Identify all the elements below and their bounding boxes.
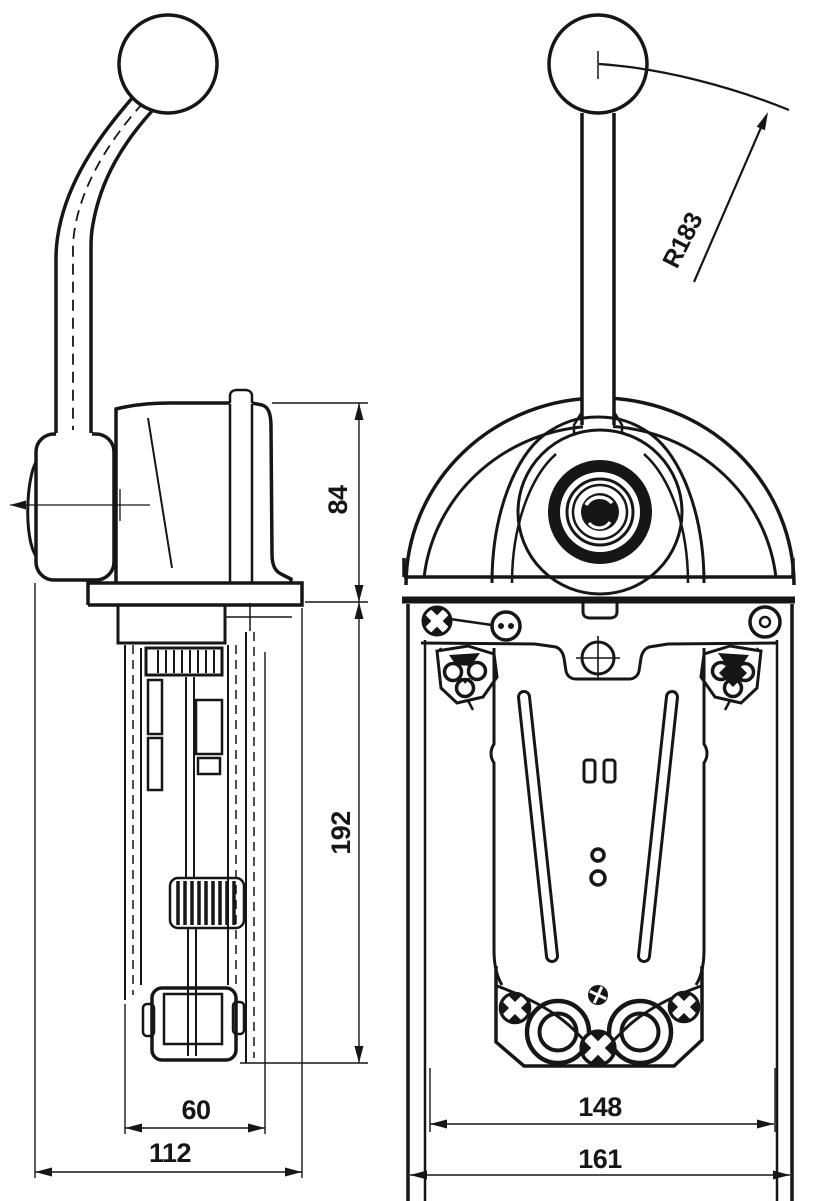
side-dimensions: 84 192 60 112 [34, 402, 368, 1178]
screw-bottom-small [588, 985, 608, 1005]
dim-60: 60 [181, 1095, 210, 1125]
mech-spring-outline [168, 876, 246, 930]
mech-lower-rod [187, 928, 197, 1056]
center-slot-right [602, 758, 617, 784]
washer-right [748, 605, 782, 639]
cable-grommet-right [606, 998, 674, 1066]
center-hole-upper [590, 847, 606, 863]
mech-gear-teeth [157, 650, 215, 673]
screw-link-bar [449, 617, 493, 627]
hub-highlight-2 [587, 521, 612, 530]
side-mechanism [124, 632, 255, 1063]
side-housing-shell [114, 401, 293, 583]
mech-spring-coils [176, 881, 236, 925]
front-band-top [402, 558, 795, 579]
mech-blocks [146, 678, 224, 792]
guide-slot-left [517, 690, 559, 963]
front-body-outer-walls [406, 604, 794, 1201]
front-bell-inner [510, 453, 690, 584]
screw-top-left-icon [417, 601, 457, 641]
mech-hidden-lines [132, 632, 255, 1058]
side-pivot-axis [10, 489, 150, 521]
front-body-inner-walls [423, 640, 779, 1201]
side-pivot-axis-arrow [10, 500, 26, 510]
r183-arrow [756, 112, 768, 131]
side-lever-centerline [72, 102, 144, 430]
side-view [10, 13, 304, 1063]
mech-gear-block [144, 646, 224, 677]
front-bell-outer [490, 415, 706, 584]
front-hub [516, 428, 684, 596]
side-lever-boss [34, 432, 116, 582]
front-lever-stem [580, 113, 616, 425]
gear-cluster-right [699, 644, 763, 711]
dim-192: 192 [326, 811, 356, 855]
dim-112: 112 [149, 1138, 191, 1168]
side-housing-rib [228, 388, 254, 583]
guide-slot-right [637, 690, 679, 963]
side-neck [116, 605, 227, 645]
plate-top-edge [420, 641, 778, 681]
side-dimension-lines [35, 403, 360, 1173]
mech-cable-clamp [141, 986, 246, 1062]
cable-grommet-left [524, 998, 592, 1066]
bottom-housing-vee [496, 984, 702, 1046]
front-extension-lines [429, 1068, 776, 1132]
r183-leader [692, 115, 768, 283]
center-slot-left [582, 758, 597, 784]
side-boss-bulge [26, 461, 38, 557]
side-lever-stem [54, 94, 154, 433]
dim-84: 84 [323, 485, 353, 515]
r183-arc [598, 62, 790, 112]
front-view [402, 13, 796, 1201]
side-lever-knob [117, 13, 219, 115]
side-mounting-flange [86, 581, 304, 607]
mech-rods [124, 632, 247, 1063]
dim-r183: R183 [657, 208, 708, 272]
washer-left [490, 610, 522, 642]
screw-bottom-center-icon [574, 1024, 622, 1072]
dim-148: 148 [578, 1092, 622, 1122]
gear-cluster-left [435, 644, 499, 711]
center-hole-lower [589, 869, 607, 887]
dim-161: 161 [578, 1144, 622, 1174]
hub-highlight [584, 495, 614, 507]
center-crosshair [576, 636, 620, 680]
front-stem-collar [572, 411, 624, 433]
side-pivot-cross [225, 603, 292, 631]
stem-overlap-mask [56, 426, 92, 436]
side-housing-face-line [147, 417, 173, 569]
front-dimension-lines [410, 1123, 790, 1176]
side-extension-lines [34, 402, 368, 1178]
front-top-notch [581, 601, 619, 620]
